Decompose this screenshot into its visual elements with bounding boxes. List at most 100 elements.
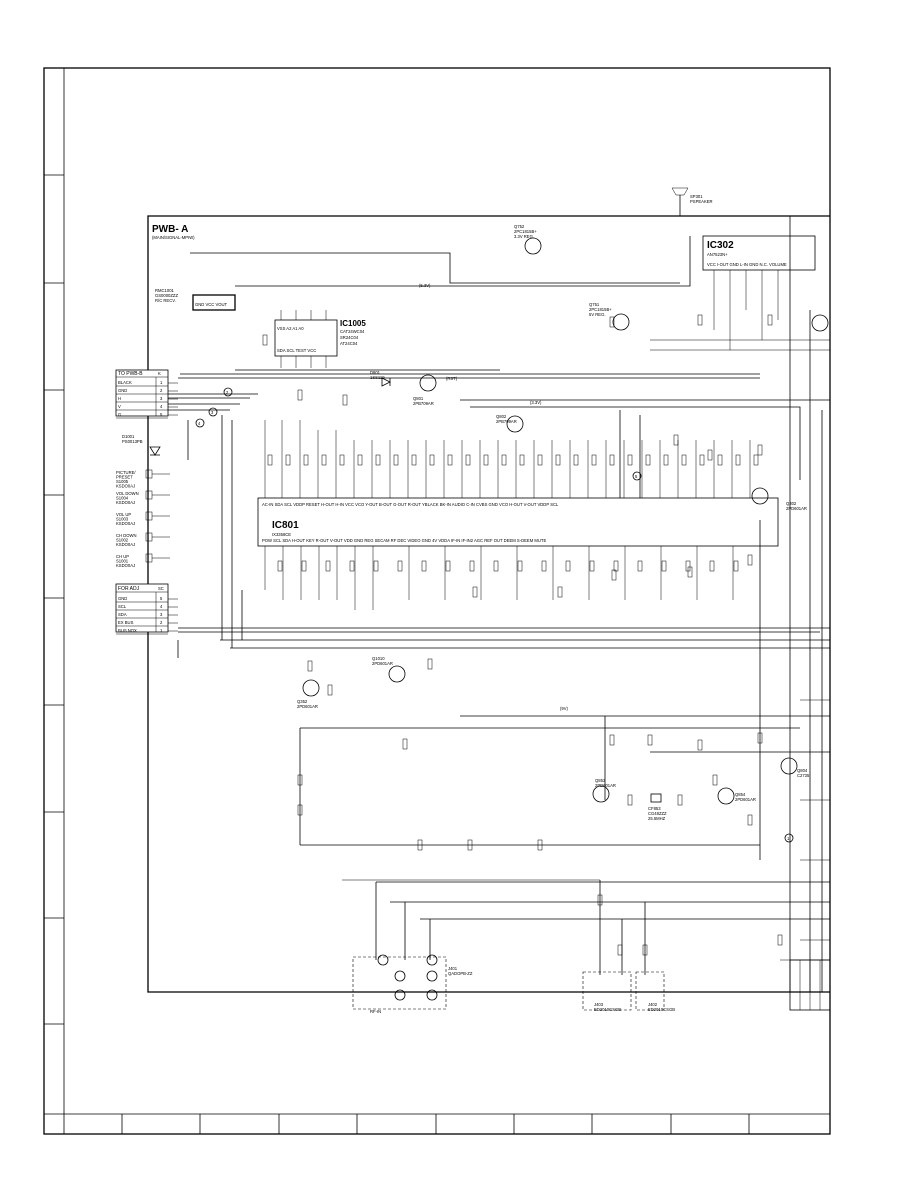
component-glyph	[609, 316, 615, 328]
component-glyph	[421, 560, 427, 572]
component-glyph	[467, 839, 473, 851]
component-glyph	[325, 560, 331, 572]
component-glyph	[573, 454, 579, 466]
component-glyph	[493, 560, 499, 572]
component-glyph	[321, 454, 327, 466]
pin-number: 1	[160, 380, 163, 385]
for-adj-title: FOR ADJ	[118, 586, 140, 592]
component-glyph	[277, 560, 283, 572]
component-glyph	[663, 454, 669, 466]
mark-4: 4	[198, 421, 201, 426]
component-glyph	[501, 454, 507, 466]
pin-name: H	[118, 396, 121, 401]
pin-number: 4	[160, 604, 163, 609]
component-glyph	[465, 454, 471, 466]
component-glyph	[712, 774, 718, 786]
component-glyph	[609, 734, 615, 746]
for-adj-header: SC	[158, 586, 164, 591]
ic801-part: IX3358CE	[272, 532, 291, 537]
component-glyph	[357, 454, 363, 466]
svg-text:AC-IN SDA SCL VDDP RESET: AC-IN SDA SCL VDDP RESET H-OUT H-IN VCC …	[262, 502, 559, 507]
svg-text:VCC I-OUT GND L-IN GND N.C.: VCC I-OUT GND L-IN GND N.C. VOLUME	[707, 262, 787, 267]
q302-transistor	[811, 314, 829, 332]
component-glyph	[537, 839, 543, 851]
component-glyph	[697, 314, 703, 326]
pin-number: 5	[160, 596, 163, 601]
net-9v: (9V)	[560, 706, 569, 711]
component-glyph	[349, 560, 355, 572]
component-glyph	[555, 454, 561, 466]
pin-number: 2	[160, 388, 163, 393]
svg-text:SDA SCL TEST VCC: SDA SCL TEST VCC	[277, 348, 316, 353]
component-glyph	[402, 738, 408, 750]
net-3v3: (3.3V)	[530, 400, 542, 405]
component-glyph	[753, 454, 759, 466]
component-glyph	[707, 449, 713, 461]
to-pwb-b-header: K	[158, 371, 161, 376]
component-glyph	[709, 560, 715, 572]
component-glyph	[642, 944, 648, 956]
ic1005-part-2: SR24C04	[340, 335, 359, 340]
mark-2: 2	[226, 390, 229, 395]
pin-number: 4	[160, 404, 163, 409]
passive-components	[262, 314, 783, 956]
pin-number: 3	[160, 396, 163, 401]
net-5v3: (5.3V)	[419, 283, 431, 288]
component-glyph	[297, 774, 303, 786]
component-glyph	[611, 569, 617, 581]
component-glyph	[645, 454, 651, 466]
component-glyph	[427, 658, 433, 670]
ic302-ref: IC302	[707, 240, 734, 251]
board-title: PWB- A	[152, 224, 188, 235]
to-pwb-b-title: TO PWB-B	[118, 371, 143, 377]
ic302-part: AN7523N+	[707, 252, 728, 257]
mark-3: 3	[211, 410, 214, 415]
svg-text:VSS A2 A1 A0: VSS A2 A1 A0	[277, 326, 304, 331]
component-glyph	[591, 454, 597, 466]
component-glyph	[541, 560, 547, 572]
component-glyph	[757, 732, 763, 744]
connector-p1003	[789, 959, 831, 1011]
component-glyph	[469, 560, 475, 572]
pin-name: GND	[118, 388, 127, 393]
component-glyph	[557, 586, 563, 598]
component-glyph	[777, 934, 783, 946]
key-switch	[145, 532, 153, 542]
component-glyph	[673, 434, 679, 446]
component-glyph	[429, 454, 435, 466]
pwb-a-board: PWB- A (MAIN/SIGNAL-MPIW)	[147, 215, 830, 993]
component-glyph	[597, 894, 603, 906]
net-rst: (RST)	[446, 376, 458, 381]
pin-name: BUS NOX	[118, 628, 137, 633]
component-glyph	[681, 454, 687, 466]
pin-name: GND	[118, 596, 127, 601]
component-glyph	[687, 566, 693, 578]
ic1005-part-1: CAT24WC04	[340, 329, 365, 334]
component-glyph	[447, 454, 453, 466]
pin-name: EX BUS	[118, 620, 134, 625]
ic1005-part-3: AT24C04	[340, 341, 358, 346]
board-subtitle: (MAIN/SIGNAL-MPIW)	[152, 235, 195, 240]
component-glyph	[342, 394, 348, 406]
component-glyph	[472, 586, 478, 598]
component-glyph	[375, 454, 381, 466]
